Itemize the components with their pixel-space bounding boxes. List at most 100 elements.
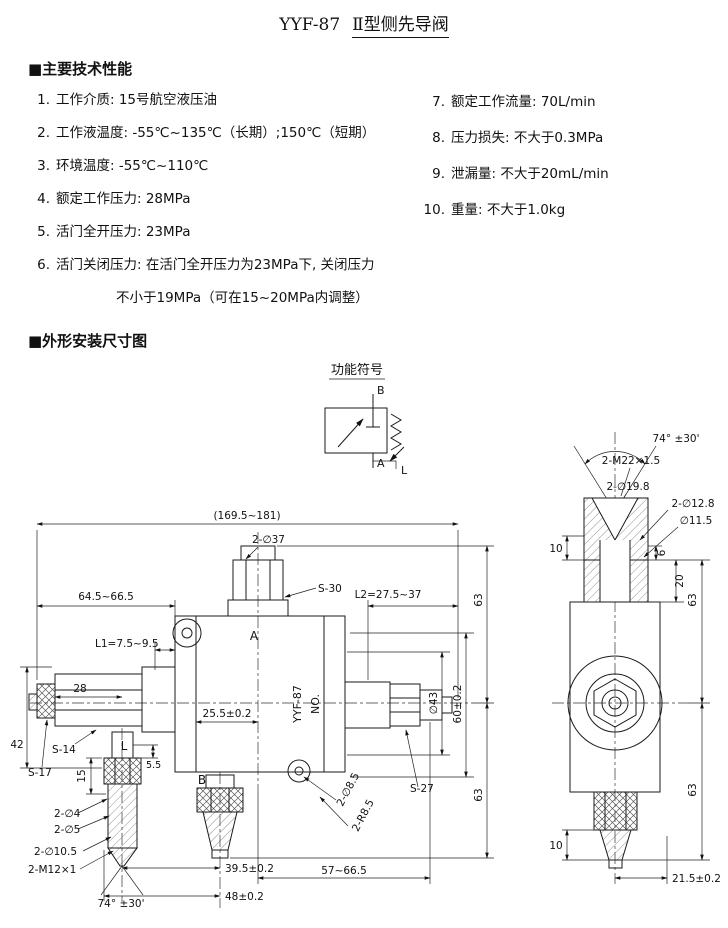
spec-text: 压力损失: 不大于0.3MPa xyxy=(451,130,604,146)
page-title: YYF-87 Ⅱ型侧先导阀 xyxy=(0,10,728,38)
thread-2xm22: 2-M22×1.5 xyxy=(602,455,660,467)
dim-63-upper: 63 xyxy=(473,593,485,606)
valve-body: YYF-87 NO. A xyxy=(172,615,346,783)
title-type: Ⅱ型侧先导阀 xyxy=(352,15,449,38)
spec-text: 泄漏量: 不大于20mL/min xyxy=(451,166,609,182)
spec-list-left: 1. 工作介质: 15号航空液压油 2. 工作液温度: -55℃~135℃（长期）;… xyxy=(30,92,422,323)
spec-text: 额定工作流量: 70L/min xyxy=(451,94,596,110)
spec-num: 6. xyxy=(37,257,50,273)
title-model: YYF-87 xyxy=(279,15,341,35)
symbol-valve-box xyxy=(324,407,388,454)
spec-item-6: 6.活门关闭压力: 在活门全开压力为23MPa下, 关闭压力 xyxy=(30,257,422,273)
dim-l2: L2=27.5~37 xyxy=(355,589,422,601)
mounting-boss xyxy=(287,759,311,783)
function-symbol-label: 功能符号 xyxy=(331,362,383,378)
dim-2xd5: 2-∅5 xyxy=(54,824,80,836)
dim-57: 57~66.5 xyxy=(321,865,367,877)
side-dim-6: 6 xyxy=(656,549,668,556)
spec-num: 7. xyxy=(432,94,445,110)
dim-63-lower: 63 xyxy=(473,788,485,801)
symbol-port-l: L xyxy=(401,464,408,477)
spec-text: 工作液温度: -55℃~135℃（长期）;150℃（短期） xyxy=(56,125,376,141)
adjust-screw-end xyxy=(344,681,453,729)
spec-num: 1. xyxy=(37,92,50,108)
label-port-l: L xyxy=(121,739,128,753)
dim-15: 15 xyxy=(76,769,88,782)
cone-angle-line xyxy=(121,865,144,896)
spec-num: 4. xyxy=(37,191,50,207)
side-dim-10-bottom: 10 xyxy=(549,840,562,852)
side-dim-10-top: 10 xyxy=(549,543,562,555)
spec-num: 5. xyxy=(37,224,50,240)
spec-text: 工作介质: 15号航空液压油 xyxy=(56,92,218,108)
main-view: YYF-87 NO. A L xyxy=(10,510,494,910)
symbol-port-a: A xyxy=(377,457,385,470)
symbol-flow-arrow xyxy=(337,418,364,448)
dia-2xd19-8: 2-∅19.8 xyxy=(607,481,650,493)
symbol-port-b: B xyxy=(377,384,385,397)
spec-item-1: 1. 工作介质: 15号航空液压油 xyxy=(30,92,422,108)
dim-2xd10-5: 2-∅10.5 xyxy=(34,846,77,858)
spec-item-6-cont: 不小于19MPa（可在15~20MPa内调整） xyxy=(116,290,369,306)
center-hex xyxy=(593,678,637,728)
dim-5-5: 5.5 xyxy=(146,760,161,771)
side-dim-63-bottom: 63 xyxy=(687,783,699,796)
spec-num: 3. xyxy=(37,158,50,174)
spec-num: 8. xyxy=(432,130,445,146)
hex-s27: S-27 xyxy=(410,783,434,795)
dimension-drawing: 功能符号 B A L xyxy=(10,362,721,910)
top-port-block xyxy=(583,497,649,603)
side-dim-21-5: 21.5±0.2 xyxy=(672,873,721,885)
angle-74: 74° ±30' xyxy=(98,898,145,910)
hex-s17: S-17 xyxy=(28,767,52,779)
body-no-text: NO. xyxy=(309,694,322,714)
spec-item-7: 7. 额定工作流量: 70L/min xyxy=(421,94,721,110)
symbol-spring xyxy=(390,413,402,451)
hex-s14: S-14 xyxy=(52,744,76,756)
spec-item-5: 5.活门全开压力: 23MPa xyxy=(30,224,422,240)
spec-item-8: 8. 压力损失: 不大于0.3MPa xyxy=(421,130,721,146)
spec-text: 环境温度: -55℃~110℃ xyxy=(56,158,209,174)
dim-2xd4: 2-∅4 xyxy=(54,808,81,820)
dim-60: 60±0.2 xyxy=(452,685,464,724)
spec-item-3: 3. 环境温度: -55℃~110℃ xyxy=(30,158,422,174)
spec-num: 10. xyxy=(423,202,445,218)
dim-2xd37: 2-∅37 xyxy=(252,534,285,546)
spec-item-4: 4. 额定工作压力: 28MPa xyxy=(30,191,422,207)
side-body xyxy=(567,601,663,793)
label-port-a: A xyxy=(250,629,259,643)
centerlines-side xyxy=(552,432,688,884)
section-header-tech: ■主要技术性能 xyxy=(28,60,133,78)
spec-text: 额定工作压力: 28MPa xyxy=(56,191,191,207)
spec-item-9: 9. 泄漏量: 不大于20mL/min xyxy=(421,166,721,182)
side-dim-20: 20 xyxy=(674,574,686,587)
spec-num: 9. xyxy=(432,166,445,182)
dim-2xd8-5: 2-∅8.5 xyxy=(335,771,363,809)
dia-d11-5: ∅11.5 xyxy=(680,515,713,527)
dia-2xd12-8: 2-∅12.8 xyxy=(672,498,715,510)
spec-num: 2. xyxy=(37,125,50,141)
dim-overall-length: (169.5~181) xyxy=(213,510,280,522)
spec-item-2: 2. 工作液温度: -55℃~135℃（长期）;150℃（短期） xyxy=(30,125,422,141)
valve-body-outline xyxy=(174,615,346,773)
side-dim-63-top: 63 xyxy=(687,593,699,606)
spec-text: 重量: 不大于1.0kg xyxy=(451,202,566,218)
dim-42: 42 xyxy=(10,739,23,751)
spec-item-10: 10. 重量: 不大于1.0kg xyxy=(421,202,721,218)
dim-25-5: 25.5±0.2 xyxy=(203,708,252,720)
spec-list-right: 7. 额定工作流量: 70L/min 8. 压力损失: 不大于0.3MPa 9. 泄漏… xyxy=(421,94,721,238)
section-header-dimensions: ■外形安装尺寸图 xyxy=(28,332,148,350)
dim-64-5: 64.5~66.5 xyxy=(78,591,134,603)
label-port-b: B xyxy=(198,773,206,787)
dim-28: 28 xyxy=(73,683,86,695)
radius-2xr8-5: 2-R8.5 xyxy=(350,798,377,834)
left-arm xyxy=(28,666,176,733)
flange-circle xyxy=(567,655,663,751)
dim-48: 48±0.2 xyxy=(225,891,264,903)
dimensions-side: 10 6 20 63 63 xyxy=(549,535,721,885)
dim-39-5: 39.5±0.2 xyxy=(225,863,274,875)
function-symbol-diagram: 功能符号 B A L xyxy=(324,362,408,477)
body-model-text: YYF-87 xyxy=(291,685,304,724)
symbol-pilot-arrow xyxy=(389,446,405,462)
